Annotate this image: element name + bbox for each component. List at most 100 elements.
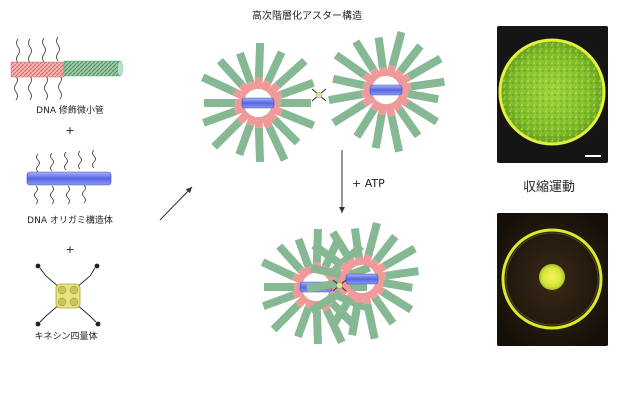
microtubule-segment [407, 89, 439, 104]
figure-title: 高次階層化アスター構造 [252, 11, 362, 22]
origami-core [345, 273, 379, 285]
microtubule-segment [260, 113, 273, 129]
microtubule-segment [264, 50, 286, 84]
microtubule-segment [396, 106, 422, 139]
contraction-label: 収縮運動 [522, 180, 576, 195]
microtubule-segment [262, 291, 296, 310]
microtubule-segment [294, 306, 313, 339]
microtubule-segment [304, 298, 315, 310]
microtubule-segment [390, 99, 403, 112]
microtubule-segment [246, 80, 257, 92]
microtubule-segment [201, 73, 237, 96]
microtubule-segment [382, 278, 413, 292]
microtubule-segment [235, 123, 254, 157]
origami-core [241, 97, 275, 109]
microtubule-segment [233, 88, 248, 101]
microtubule-segment [265, 82, 281, 97]
aster-left [201, 42, 316, 163]
origami-label: DNA オリガミ構造体 [27, 216, 113, 226]
microtubule-segment [382, 245, 417, 270]
microtubule-segment [269, 90, 283, 102]
microtubule-segment [211, 118, 243, 150]
microtubule-segment [276, 243, 304, 273]
microtubule-segment [385, 267, 420, 280]
microtubule-segment [312, 310, 322, 345]
microtubule-segment [236, 110, 251, 125]
microtubule-segment [294, 237, 313, 269]
microtubule-segment [384, 102, 396, 117]
microtubule-segment [370, 99, 382, 112]
microtubule-segment [396, 73, 411, 87]
microtubule-segment [304, 265, 315, 276]
microtubule-segment [270, 301, 302, 333]
microtubule-segment [372, 262, 387, 276]
microtubule-segment [385, 64, 397, 78]
dna-microtubule-icon [10, 36, 123, 101]
microtubule-segment [254, 127, 265, 163]
microtubule-segment [371, 113, 386, 149]
kinesin-label: キネシン四量体 [34, 332, 98, 342]
microtubule-segment [362, 72, 377, 86]
microtubule-segment [387, 115, 404, 153]
microtubule-segment [395, 94, 410, 107]
microtubule-segment [391, 69, 404, 82]
microtubule-segment [279, 79, 315, 99]
microtubule-segment [233, 104, 247, 116]
microtubule-segment [374, 36, 387, 69]
microtubule-segment [239, 82, 252, 96]
atp-label: + ATP [352, 177, 385, 190]
microtubule-segment [292, 288, 305, 299]
microtubule-segment [271, 116, 301, 146]
microtubule-segment [279, 108, 316, 130]
microtubule-segment [388, 31, 406, 67]
microtubule-segment [363, 303, 379, 340]
microtubule-segment [348, 301, 362, 336]
aster-merged-right [306, 221, 420, 340]
microtubule-segment [328, 90, 363, 105]
microtubule-segment [254, 42, 265, 78]
microtubule-segment [369, 67, 382, 81]
microtubule-segment [409, 77, 445, 91]
microtubule-segment [360, 291, 372, 305]
microtubule-segment [372, 233, 399, 264]
microtubule-segment [361, 254, 373, 267]
microtubule-segment [260, 79, 272, 93]
microscopy-image-contracted [497, 213, 608, 346]
microtubule-segment [353, 292, 364, 304]
microtubule-segment [329, 230, 354, 262]
origami-core [369, 84, 403, 96]
kinesin-linker-icon [311, 88, 327, 102]
microscopy-image-expanded [497, 26, 608, 163]
microtubule-segment [353, 107, 378, 139]
microtubule-segment [397, 43, 424, 74]
microtubule-segment [308, 288, 343, 315]
kinesin-tetramer-icon [35, 263, 101, 327]
microtubule-segment [311, 241, 344, 269]
microtubule-segment [236, 51, 255, 84]
microtubule-segment [338, 283, 353, 296]
assembly-arrow [159, 186, 193, 221]
microtubule-segment [371, 295, 397, 326]
microtubule-segment [350, 227, 363, 259]
microtubule-segment [274, 57, 308, 89]
microtubule-segment [332, 74, 365, 90]
plus-sign: + [65, 243, 75, 256]
microtubule-segment [265, 110, 278, 123]
microtubule-segment [377, 103, 388, 116]
microtubule-segment [367, 258, 380, 271]
microtubule-label: DNA 修飾微小管 [36, 106, 104, 116]
microtubule-segment [202, 107, 237, 127]
microtubule-segment [323, 308, 346, 344]
microtubule-segment [346, 288, 358, 300]
dna-origami-icon [26, 149, 112, 205]
microtubule-segment [346, 257, 358, 270]
microtubule-segment [333, 51, 368, 79]
microtubule-segment [380, 288, 414, 314]
microtubule-segment [260, 258, 296, 281]
kinesin-linker-icon [332, 279, 347, 292]
microtubule-segment [310, 264, 342, 279]
plus-sign: + [65, 124, 75, 137]
microtubule-segment [355, 257, 365, 266]
